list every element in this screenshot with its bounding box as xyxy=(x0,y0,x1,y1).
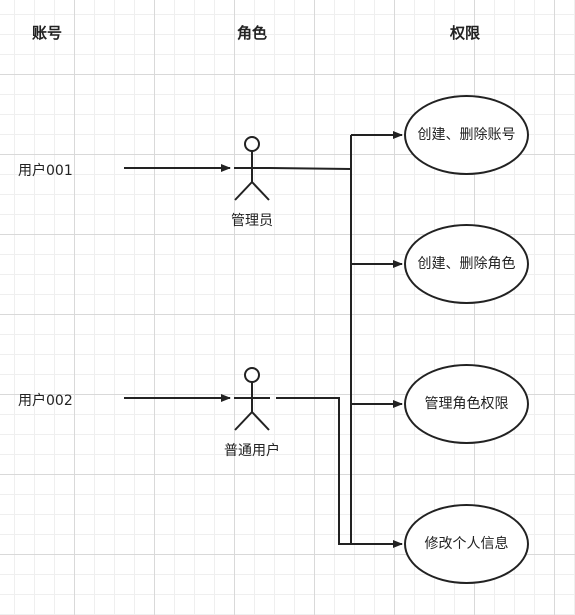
permission-create-delete-role: 创建、删除角色 xyxy=(404,224,529,304)
normal-user-actor-icon xyxy=(234,367,270,431)
header-role: 角色 xyxy=(236,24,267,42)
permission-create-delete-account-label: 创建、删除账号 xyxy=(417,127,516,143)
connector-normal-user-to-profile xyxy=(276,397,351,545)
admin-actor-icon xyxy=(234,136,270,201)
account-user-002: 用户002 xyxy=(18,393,73,409)
header-permission: 权限 xyxy=(449,24,480,42)
account-user-001: 用户001 xyxy=(18,163,73,179)
permission-manage-role-permission-label: 管理角色权限 xyxy=(424,396,509,412)
role-admin-label: 管理员 xyxy=(231,213,273,229)
permission-manage-role-permission: 管理角色权限 xyxy=(404,364,529,444)
permission-edit-profile-label: 修改个人信息 xyxy=(424,536,509,552)
permission-edit-profile: 修改个人信息 xyxy=(404,504,529,584)
permission-create-delete-role-label: 创建、删除角色 xyxy=(417,256,516,272)
header-account: 账号 xyxy=(31,24,62,42)
role-normal-user-label: 普通用户 xyxy=(224,443,280,459)
permission-create-delete-account: 创建、删除账号 xyxy=(404,95,529,175)
connector-admin-trunk xyxy=(269,167,352,170)
